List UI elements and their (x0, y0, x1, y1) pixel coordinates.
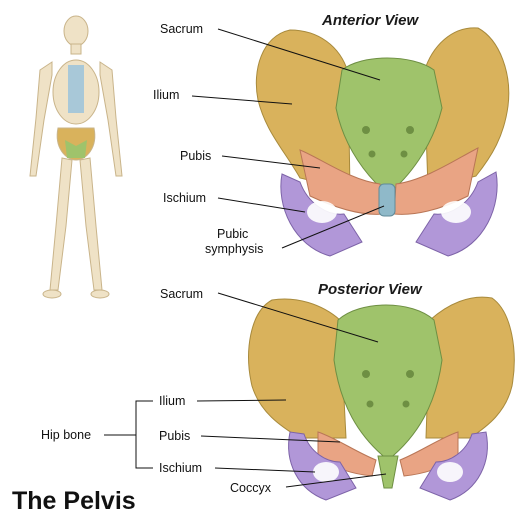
anterior-pelvis (256, 28, 508, 256)
coccyx-label: Coccyx (230, 481, 271, 495)
posterior-pelvis (249, 297, 515, 500)
anterior-pubic-symphysis (379, 184, 395, 216)
hip-bone-label: Hip bone (41, 428, 91, 442)
posterior-ilium-label: Ilium (159, 394, 185, 408)
anterior-view-heading: Anterior View (322, 12, 418, 29)
anterior-ilium-label: Ilium (153, 88, 179, 102)
posterior-left-ilium (249, 299, 346, 438)
pubic-symphysis-label-line2: symphysis (205, 242, 263, 256)
posterior-sacrum-label: Sacrum (160, 287, 203, 301)
pubic-symphysis-label-line1: Pubic (217, 227, 248, 241)
skeleton-figure (30, 16, 122, 298)
anterior-sacrum (336, 58, 442, 194)
posterior-ischium-label: Ischium (159, 461, 202, 475)
anterior-sacrum-label: Sacrum (160, 22, 203, 36)
anterior-ischium-label: Ischium (163, 191, 206, 205)
posterior-view-heading: Posterior View (318, 281, 422, 298)
page-title: The Pelvis (12, 487, 136, 516)
anterior-pubis-label: Pubis (180, 149, 211, 163)
posterior-pubis-label: Pubis (159, 429, 190, 443)
